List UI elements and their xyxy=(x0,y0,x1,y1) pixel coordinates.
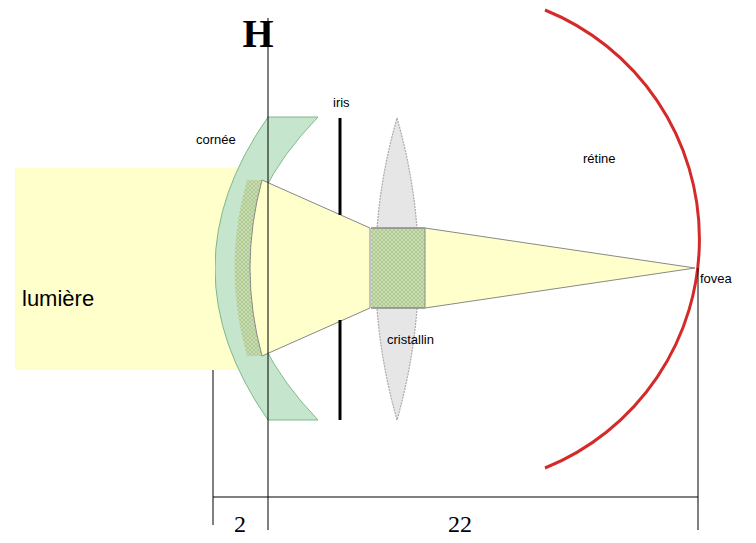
part-label: iris xyxy=(333,96,350,109)
lens-hatch xyxy=(371,228,425,308)
node-text: lumière xyxy=(22,288,94,310)
dimension-line xyxy=(213,497,698,498)
dimension-line xyxy=(698,268,699,530)
part-label: cornée xyxy=(196,133,236,146)
part-label: cristallin xyxy=(387,333,434,346)
light-beam xyxy=(425,228,695,308)
light-box: lumière xyxy=(15,168,215,370)
dimension-label: 22 xyxy=(448,512,472,536)
retina-arc xyxy=(545,10,699,468)
part-label: rétine xyxy=(583,152,616,165)
principal-plane xyxy=(268,18,269,530)
dimension-label: 2 xyxy=(234,512,246,536)
iris-line xyxy=(339,320,342,420)
iris-line xyxy=(339,118,342,215)
principal-point-label: H xyxy=(242,14,273,54)
part-label: fovea xyxy=(700,272,732,285)
